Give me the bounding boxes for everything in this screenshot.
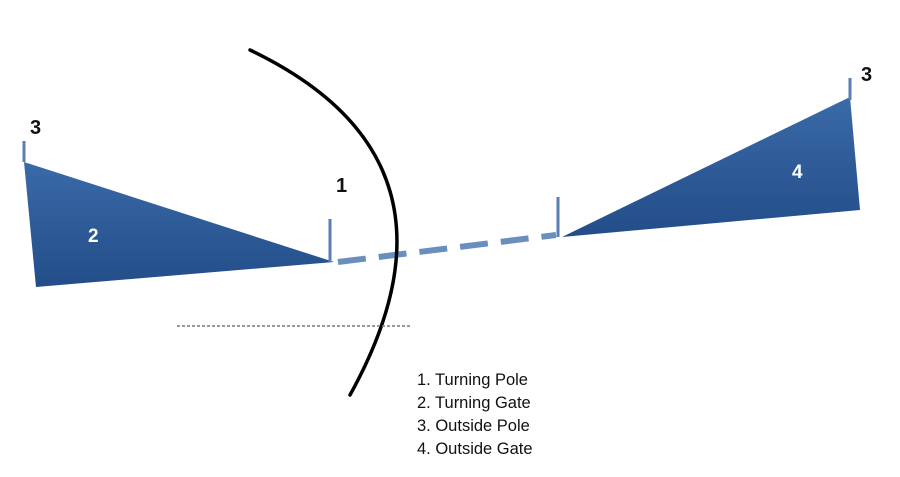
legend-item-outside-pole: 3. Outside Pole — [417, 417, 530, 435]
label-turning-pole: 1 — [336, 175, 347, 197]
turning-gate-panel — [24, 162, 334, 287]
turning-pole-arc — [248, 48, 399, 397]
outside-gate-panel — [562, 97, 860, 237]
label-outside-gate: 4 — [792, 162, 803, 183]
legend-item-turning-gate: 2. Turning Gate — [417, 394, 531, 412]
label-outside-pole-right: 3 — [861, 64, 872, 86]
label-outside-pole-left: 3 — [30, 117, 41, 139]
legend-item-turning-pole: 1. Turning Pole — [417, 371, 528, 389]
label-turning-gate: 2 — [88, 226, 99, 247]
gate-gap-line — [337, 232, 557, 265]
legend: 1. Turning Pole 2. Turning Gate 3. Outsi… — [417, 369, 533, 461]
legend-item-outside-gate: 4. Outside Gate — [417, 440, 533, 458]
